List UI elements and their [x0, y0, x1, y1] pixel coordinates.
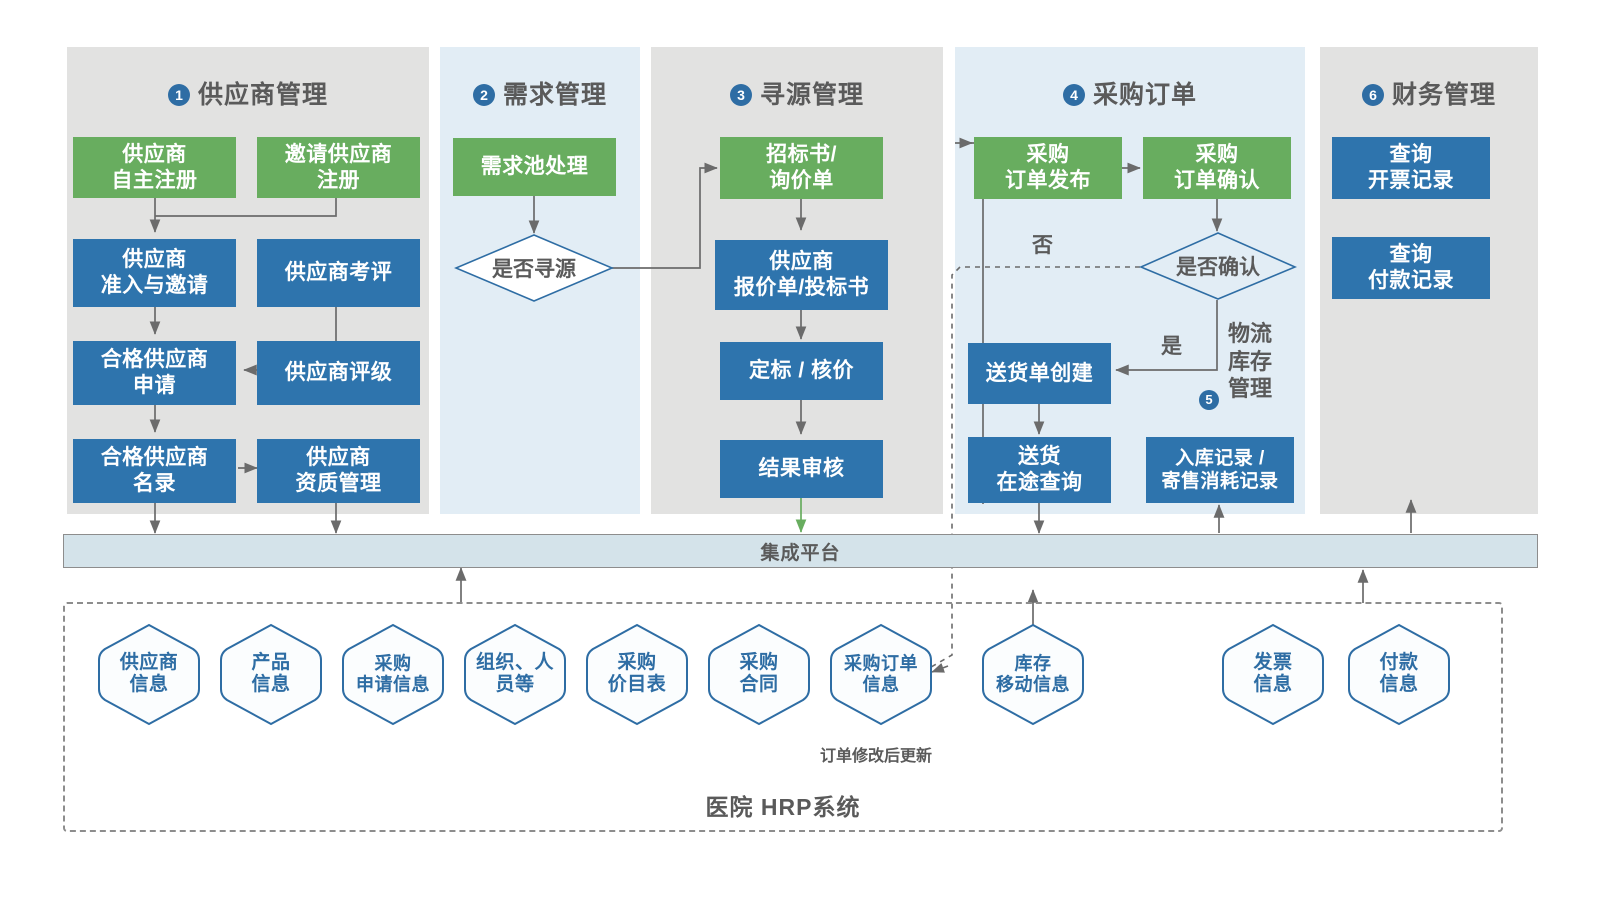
panel-number-badge: 2 — [472, 84, 495, 106]
hexagon-shape — [586, 623, 688, 726]
hexagon-label: 供应商 信息 — [119, 651, 179, 696]
box-purchase-order-release[interactable]: 采购 订单发布 — [974, 137, 1122, 199]
edge-label-yes: 是 — [1161, 335, 1182, 358]
box-supplier-admission-invitation[interactable]: 供应商 准入与邀请 — [73, 239, 236, 307]
box-query-payment-records[interactable]: 查询 付款记录 — [1332, 237, 1490, 299]
hexagon-shape — [708, 623, 810, 726]
panel-title-demand-management: 2 需求管理 — [440, 75, 640, 111]
diamond-is-sourcing[interactable]: 是否寻源 — [453, 233, 615, 303]
box-purchase-order-confirmation[interactable]: 采购 订单确认 — [1143, 137, 1291, 199]
panel-number-badge: 1 — [167, 84, 190, 106]
box-tender-inquiry-document[interactable]: 招标书/ 询价单 — [720, 137, 883, 199]
panel-title-finance-management: 6 财务管理 — [1320, 75, 1538, 111]
hexagon-label: 采购订单 信息 — [844, 652, 918, 695]
hexagon-label: 采购 价目表 — [607, 651, 667, 696]
hexagon-shape — [342, 623, 444, 726]
box-delivery-in-transit-query[interactable]: 送货 在途查询 — [968, 437, 1111, 503]
hexagon-purchase-price-list[interactable]: 采购 价目表 — [584, 622, 690, 727]
panel-number-badge: 3 — [729, 84, 752, 106]
hexagon-supplier-info[interactable]: 供应商 信息 — [96, 622, 202, 727]
hexagon-invoice-info[interactable]: 发票 信息 — [1220, 622, 1326, 727]
box-result-audit[interactable]: 结果审核 — [720, 440, 883, 498]
hexagon-inventory-movement-info[interactable]: 库存 移动信息 — [980, 622, 1086, 727]
box-supplier-rating[interactable]: 供应商评级 — [257, 341, 420, 405]
hexagon-purchase-order-info[interactable]: 采购订单 信息 — [828, 622, 934, 727]
panel-title-purchase-order: 4 采购订单 — [955, 75, 1305, 111]
panel-title-text: 供应商管理 — [197, 81, 328, 109]
box-invite-supplier-registration[interactable]: 邀请供应商 注册 — [257, 137, 420, 198]
hexagon-label: 库存 移动信息 — [996, 652, 1070, 695]
box-delivery-note-creation[interactable]: 送货单创建 — [968, 343, 1111, 404]
logistics-group-number-badge: 5 — [1199, 390, 1219, 410]
hexagon-shape — [98, 623, 200, 726]
panel-title-sourcing-management: 3 寻源管理 — [651, 75, 943, 111]
hexagon-purchase-request-info[interactable]: 采购 申请信息 — [340, 622, 446, 727]
diamond-is-confirmed[interactable]: 是否确认 — [1138, 231, 1298, 301]
panel-title-text: 需求管理 — [502, 81, 607, 109]
hexagon-purchase-contract[interactable]: 采购 合同 — [706, 622, 812, 727]
box-qualified-supplier-directory[interactable]: 合格供应商 名录 — [73, 439, 236, 503]
hexagon-label: 发票 信息 — [1253, 651, 1293, 696]
hexagon-shape — [830, 623, 932, 726]
integration-platform-bar: 集成平台 — [63, 534, 1538, 568]
panel-title-text: 财务管理 — [1391, 81, 1496, 109]
hexagon-label: 采购 申请信息 — [356, 652, 430, 695]
box-demand-pool-processing[interactable]: 需求池处理 — [453, 138, 616, 196]
panel-number-badge: 4 — [1062, 84, 1085, 106]
logistics-inventory-group-label: 物流 库存 管理 — [1228, 321, 1273, 401]
hexagon-label: 付款 信息 — [1379, 651, 1419, 696]
box-supplier-qualification-management[interactable]: 供应商 资质管理 — [257, 439, 420, 503]
diamond-shape — [453, 234, 615, 302]
panel-title-supplier-management: 1 供应商管理 — [67, 75, 429, 111]
diamond-label: 是否确认 — [1176, 256, 1260, 279]
diamond-shape — [1138, 232, 1298, 300]
box-qualified-supplier-application[interactable]: 合格供应商 申请 — [73, 341, 236, 405]
hexagon-shape — [1222, 623, 1324, 726]
hrp-system-title: 医院 HRP系统 — [705, 794, 861, 820]
hexagon-shape — [982, 623, 1084, 726]
box-supplier-quotation-bid[interactable]: 供应商 报价单/投标书 — [715, 240, 888, 310]
panel-title-text: 采购订单 — [1092, 81, 1197, 109]
hexagon-label: 产品 信息 — [251, 651, 291, 696]
edge-label-no: 否 — [1032, 234, 1053, 257]
panel-title-text: 寻源管理 — [759, 81, 864, 109]
box-award-price-review[interactable]: 定标 / 核价 — [720, 342, 883, 400]
box-supplier-self-registration[interactable]: 供应商 自主注册 — [73, 137, 236, 198]
box-supplier-assessment[interactable]: 供应商考评 — [257, 239, 420, 307]
panel-number-badge: 6 — [1361, 84, 1384, 106]
hexagon-organization-personnel[interactable]: 组织、人 员等 — [462, 622, 568, 727]
hexagon-shape — [464, 623, 566, 726]
hexagon-label: 组织、人 员等 — [475, 651, 554, 696]
hexagon-payment-info[interactable]: 付款 信息 — [1346, 622, 1452, 727]
note-order-update-after-modification: 订单修改后更新 — [820, 748, 933, 765]
hexagon-shape — [220, 623, 322, 726]
hexagon-product-info[interactable]: 产品 信息 — [218, 622, 324, 727]
box-query-invoice-records[interactable]: 查询 开票记录 — [1332, 137, 1490, 199]
box-inbound-consignment-records[interactable]: 入库记录 / 寄售消耗记录 — [1146, 437, 1294, 503]
hexagon-shape — [1348, 623, 1450, 726]
hrp-system-container — [63, 602, 1503, 832]
hexagon-label: 采购 合同 — [739, 651, 779, 696]
diamond-label: 是否寻源 — [492, 258, 576, 281]
